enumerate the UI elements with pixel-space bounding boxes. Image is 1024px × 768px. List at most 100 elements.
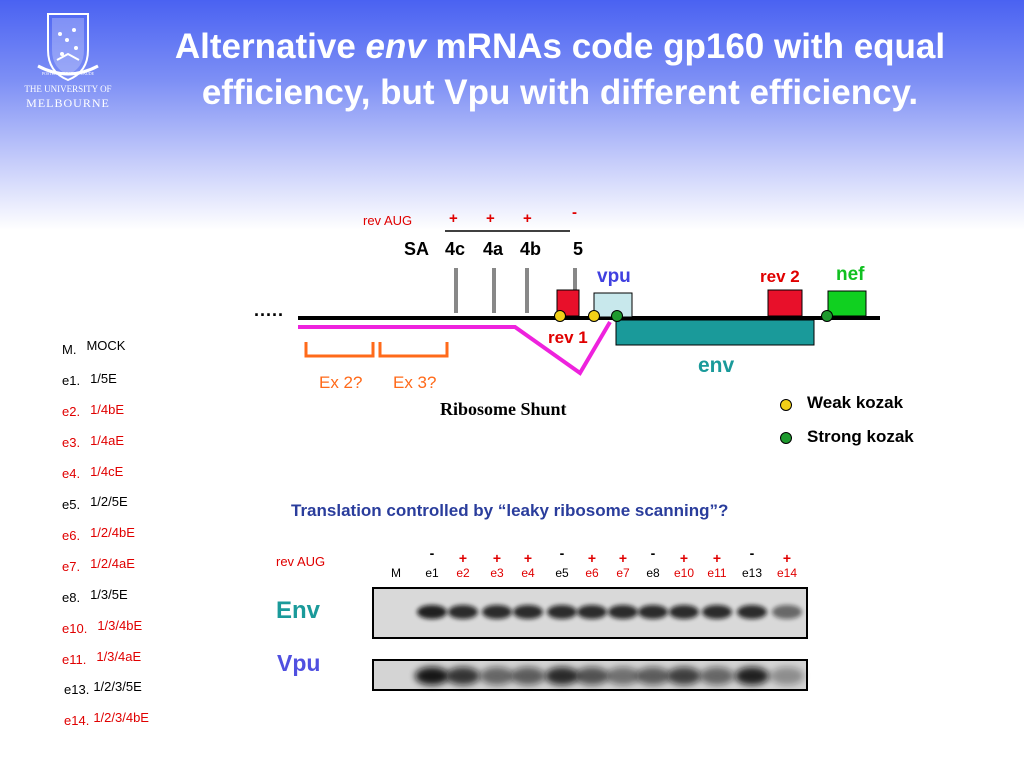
rev-aug-sign-2: +: [486, 210, 495, 227]
gel-env-label: Env: [276, 597, 321, 624]
splice-label-sa: SA: [404, 239, 430, 259]
ex3-label: Ex 3?: [393, 373, 437, 392]
ribosome-shunt-path: [298, 320, 612, 376]
vpu-bands: [415, 667, 804, 685]
page-title: Alternative env mRNAs code gp160 with eq…: [110, 24, 1010, 116]
legend-strong-kozak-icon: [780, 432, 792, 444]
logo-line1: THE UNIVERSITY OF: [24, 84, 112, 94]
vpu-band: [511, 667, 545, 685]
rev-aug-sign-1: +: [449, 210, 458, 227]
gel-lane-label: e3: [490, 566, 504, 580]
list-item: e6.1/2/4bE: [62, 525, 135, 543]
env-band: [638, 605, 668, 619]
env-band: [737, 605, 767, 619]
gel-lane-label: e6: [585, 566, 599, 580]
rev2-label: rev 2: [760, 267, 800, 286]
list-item: e13.1/2/3/5E: [64, 679, 142, 697]
vpu-band: [575, 667, 609, 685]
list-item: e2.1/4bE: [62, 402, 125, 419]
list-item: e1.1/5E: [62, 371, 117, 388]
gel-lane-sign: +: [523, 550, 533, 566]
vpu-band: [415, 667, 449, 685]
strong-kozak-dot-2: [821, 310, 833, 322]
rev2-box: [767, 289, 803, 317]
university-logo: POSTERA CRESCAM LAUDE THE UNIVERSITY OF …: [10, 10, 126, 110]
vpu-band: [545, 667, 579, 685]
env-bands: [417, 605, 802, 619]
env-band: [669, 605, 699, 619]
splice-label-5: 5: [573, 239, 584, 259]
rev-aug-sign-3: +: [523, 210, 532, 227]
rev1-label: rev 1: [548, 328, 588, 347]
gel-lane-label: e8: [646, 566, 660, 580]
legend-strong-kozak-label: Strong kozak: [807, 427, 914, 446]
vpu-label: vpu: [597, 266, 631, 287]
list-item: e4.1/4cE: [62, 464, 124, 481]
gel-lane-label: e11: [707, 566, 727, 580]
splice-label-4a: 4a: [483, 239, 504, 259]
gel-lane-sign: +: [458, 550, 468, 566]
gel-lane-sign: -: [749, 545, 755, 561]
env-band: [772, 605, 802, 619]
env-band: [417, 605, 447, 619]
gel-lane-label: e13: [741, 566, 763, 580]
gel-rev-aug-label: rev AUG: [276, 554, 326, 569]
list-item: e14.1/2/3/4bE: [64, 710, 149, 728]
gel-lane-sign: -: [429, 545, 435, 561]
gel-lane-sign: +: [618, 550, 628, 566]
nef-box: [827, 290, 867, 317]
weak-kozak-dot-1: [554, 310, 566, 322]
title-line-2: efficiency, but Vpu with different effic…: [201, 73, 919, 112]
vpu-band: [606, 667, 640, 685]
env-box: [615, 319, 815, 346]
list-item: e8.1/3/5E: [62, 587, 128, 605]
list-item: e5.1/2/5E: [62, 494, 128, 512]
rev1-box: [556, 289, 580, 317]
vpu-band: [480, 667, 514, 685]
gel-lane-sign: +: [712, 550, 722, 566]
gel-lane-label: e5: [555, 566, 569, 580]
env-band: [577, 605, 607, 619]
rev-aug-sign-4: -: [572, 204, 577, 221]
nef-label: nef: [836, 264, 865, 285]
env-band: [482, 605, 512, 619]
gel-lane-sign: +: [492, 550, 502, 566]
list-item: e3.1/4aE: [62, 433, 125, 450]
genome-dots: .....: [254, 300, 285, 320]
ex3-bracket: [378, 342, 449, 358]
gel-lane-label: e10: [673, 566, 695, 580]
vpu-band: [446, 667, 480, 685]
env-band: [448, 605, 478, 619]
list-item: e7.1/2/4aE: [62, 556, 135, 574]
legend-weak-kozak-icon: [780, 399, 792, 411]
gel-lane-sign: +: [679, 550, 689, 566]
list-item: e10.1/3/4bE: [62, 618, 143, 636]
env-band: [608, 605, 638, 619]
gel-lane-label: e2: [456, 566, 470, 580]
vpu-band: [636, 667, 670, 685]
splice-label-4c: 4c: [445, 239, 466, 259]
gel-lane-label: M: [391, 566, 401, 580]
vpu-band: [700, 667, 734, 685]
university-crest-icon: [37, 13, 99, 82]
logo-line2: MELBOURNE: [26, 96, 110, 110]
legend-weak-kozak-label: Weak kozak: [807, 393, 904, 412]
gel-lane-sign: +: [782, 550, 792, 566]
vpu-band: [667, 667, 701, 685]
gel-lane-label: e4: [521, 566, 535, 580]
env-band: [513, 605, 543, 619]
list-item: e11.1/3/4aE: [62, 649, 142, 667]
env-band: [547, 605, 577, 619]
gel-lane-sign: -: [559, 545, 565, 561]
vpu-band: [735, 667, 769, 685]
env-band: [702, 605, 732, 619]
splice-label-4b: 4b: [520, 239, 542, 259]
gel-lane-sign: -: [650, 545, 656, 561]
list-item: M.MOCK: [62, 338, 126, 357]
ribosome-shunt-label: Ribosome Shunt: [440, 399, 567, 419]
ex2-bracket: [304, 342, 375, 358]
gel-lane-sign: +: [587, 550, 597, 566]
gel-question: Translation controlled by “leaky ribosom…: [291, 501, 729, 520]
title-line-1: Alternative env mRNAs code gp160 with eq…: [174, 27, 946, 66]
